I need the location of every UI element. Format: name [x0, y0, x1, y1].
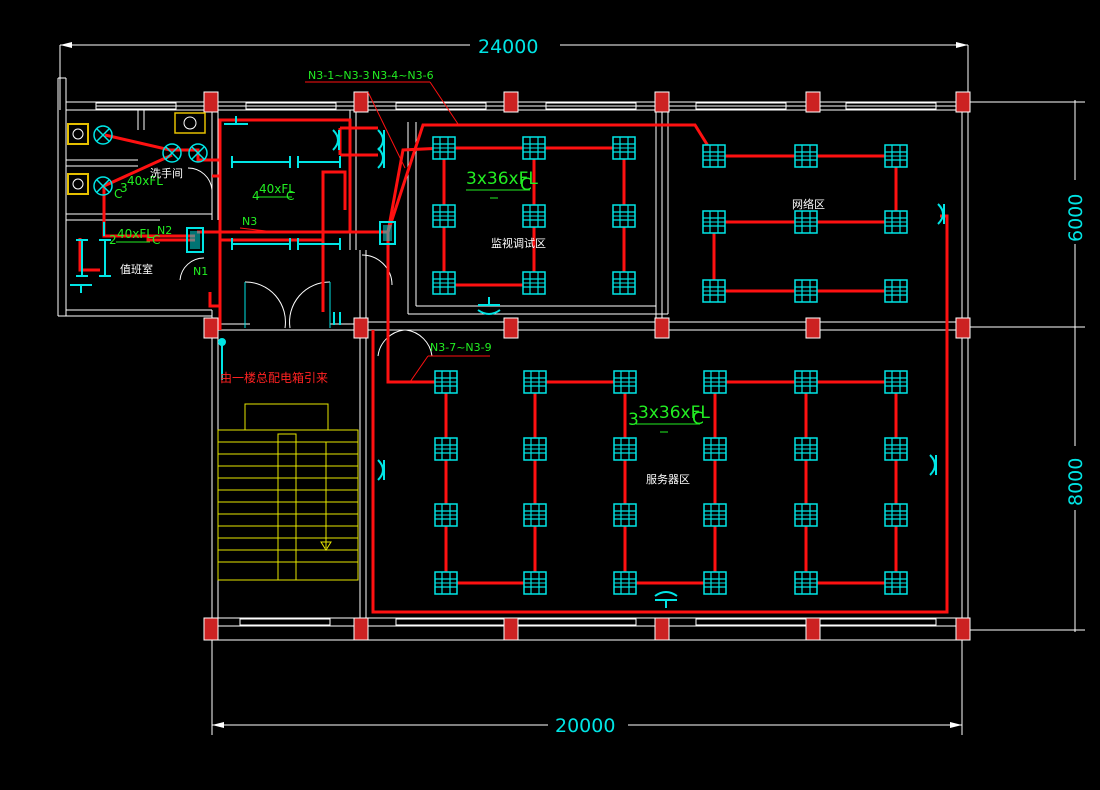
ceiling-lamps	[93, 125, 208, 196]
grid-light-fixture	[703, 437, 727, 461]
label-corridor-fixture: 40xFL	[259, 182, 295, 196]
grid-light-fixture	[703, 571, 727, 595]
grid-light-fixture	[703, 370, 727, 394]
label-server-fixture-prefix: 3	[628, 410, 639, 430]
grid-light-fixture	[523, 571, 547, 595]
panel-n3	[379, 221, 396, 245]
label-server-fixture-suffix: C	[692, 409, 704, 429]
wall-devices	[70, 116, 945, 608]
grid-light-fixture	[794, 503, 818, 527]
walls	[57, 77, 969, 641]
grid-light-fixture	[432, 271, 456, 295]
grid-light-fixture	[703, 503, 727, 527]
grid-light-fixture	[612, 204, 636, 228]
label-wash-suffix: C	[114, 187, 122, 201]
feed-note: 由一楼总配电箱引来	[220, 370, 328, 385]
label-duty-prefix: 2	[109, 233, 117, 247]
grid-light-fixture	[523, 370, 547, 394]
grid-light-fixture	[434, 503, 458, 527]
grid-light-fixture	[434, 437, 458, 461]
staircase	[217, 403, 359, 581]
grid-light-fixture	[613, 437, 637, 461]
grid-light-fixture	[523, 503, 547, 527]
grid-light-fixture	[522, 136, 546, 160]
exhaust-fans	[67, 112, 206, 195]
grid-light-fixture	[613, 503, 637, 527]
leader-lines	[239, 81, 490, 383]
grid-light-fixture	[884, 503, 908, 527]
structural-columns	[203, 91, 971, 641]
grid-light-fixture	[884, 370, 908, 394]
grid-light-fixture	[794, 210, 818, 234]
grid-light-fixture	[884, 144, 908, 168]
grid-light-fixture	[702, 279, 726, 303]
grid-light-fixture	[702, 210, 726, 234]
label-n2: N2	[157, 224, 172, 237]
label-lower-circuits: N3-7~N3-9	[430, 341, 492, 354]
grid-light-fixture	[884, 571, 908, 595]
panel-n1-n2	[186, 227, 204, 253]
label-monitor-fixture: 3x36xFL	[466, 169, 538, 189]
room-washroom: 洗手间	[150, 166, 183, 180]
grid-light-fixture	[884, 279, 908, 303]
grid-light-fixture	[432, 136, 456, 160]
label-top-circuits: N3-1~N3-3	[308, 69, 370, 82]
grid-light-fixture	[613, 370, 637, 394]
grid-light-fixture	[794, 571, 818, 595]
dim-right-upper: 6000	[1065, 194, 1087, 242]
label-n1: N1	[193, 265, 208, 278]
room-duty: 值班室	[120, 262, 153, 276]
grid-light-fixture	[884, 437, 908, 461]
grid-light-fixture	[794, 437, 818, 461]
label-corridor-suffix: C	[286, 189, 294, 203]
grid-light-fixture	[434, 571, 458, 595]
room-server-area: 服务器区	[646, 473, 690, 486]
dim-top: 24000	[478, 36, 538, 58]
dim-bottom: 20000	[555, 715, 615, 737]
grid-light-fixture	[794, 370, 818, 394]
grid-light-fixture	[434, 370, 458, 394]
distribution-panels	[186, 221, 396, 253]
grid-light-fixture	[612, 136, 636, 160]
light-fixtures	[432, 136, 908, 595]
room-network-area: 网络区	[792, 197, 825, 211]
wiring-runs	[78, 118, 949, 614]
grid-light-fixture	[794, 144, 818, 168]
label-wash-prefix: 3	[120, 181, 128, 195]
grid-light-fixture	[884, 210, 908, 234]
label-corridor-prefix: 4	[252, 189, 260, 203]
grid-light-fixture	[522, 271, 546, 295]
label-top-circuits-2: N3-4~N3-6	[372, 69, 434, 82]
grid-light-fixture	[612, 271, 636, 295]
grid-light-fixture	[522, 204, 546, 228]
dim-right-lower: 8000	[1065, 458, 1087, 506]
label-monitor-fixture-suffix: C	[520, 175, 532, 195]
linear-fixtures	[76, 156, 341, 277]
label-duty-fixture: 40xFL	[117, 227, 153, 241]
grid-light-fixture	[432, 204, 456, 228]
grid-light-fixture	[613, 571, 637, 595]
label-server-fixture: 3x36xFL	[638, 403, 710, 423]
grid-light-fixture	[794, 279, 818, 303]
grid-light-fixture	[523, 437, 547, 461]
room-monitor-area: 监视调试区	[491, 236, 546, 250]
label-wash-fixture: 40xFL	[127, 174, 163, 188]
label-n3: N3	[242, 215, 257, 228]
label-duty-suffix: C	[152, 233, 160, 247]
grid-light-fixture	[702, 144, 726, 168]
